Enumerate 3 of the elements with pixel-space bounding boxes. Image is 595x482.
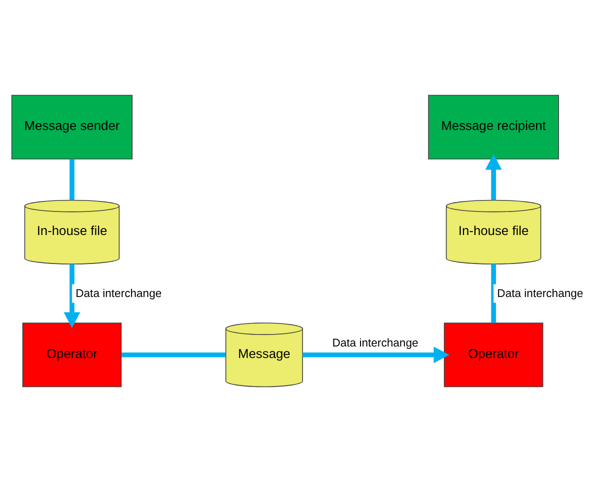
edge-label: Data interchange: [497, 288, 584, 300]
edge-label: Data interchange: [76, 288, 162, 300]
edge-label: Data interchange: [332, 338, 418, 350]
